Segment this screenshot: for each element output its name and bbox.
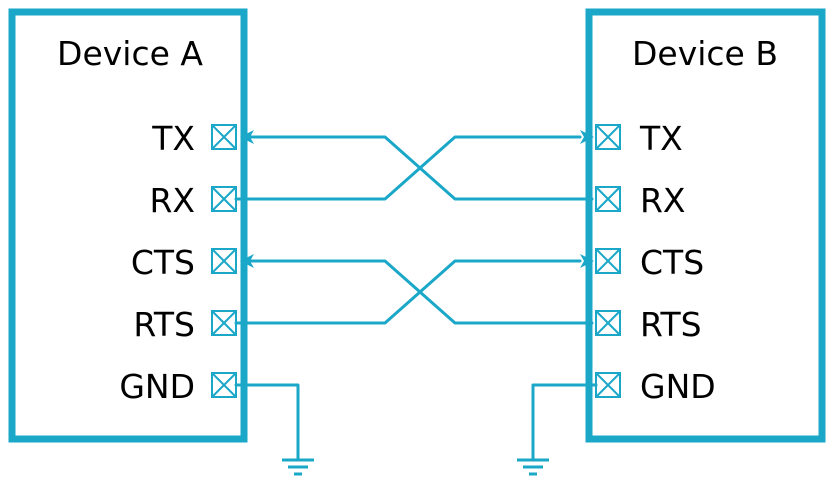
device-b-pin-label-gnd: GND: [640, 367, 716, 406]
ground-symbol-icon-a: [282, 458, 314, 476]
device-b-pin-icon-tx: [595, 124, 621, 150]
device-b-pin-icon-cts: [595, 248, 621, 274]
wire-a-rx-to-b-tx: [234, 135, 582, 201]
device-b-pin-label-rx: RX: [640, 181, 686, 220]
device-a-pin-icon-rx: [211, 186, 237, 212]
device-b-pin-label-cts: CTS: [640, 243, 704, 282]
device-b-title: Device B: [632, 34, 778, 73]
device-a-box: [8, 8, 248, 443]
device-a-pin-icon-rts: [211, 310, 237, 336]
device-a-pin-icon-tx: [211, 124, 237, 150]
device-a-pin-label-cts: CTS: [131, 243, 195, 282]
ground-symbol-icon-b: [517, 458, 549, 476]
arrowhead-icon-a-cts: [240, 254, 254, 268]
device-b-pin-label-tx: TX: [639, 119, 683, 158]
wire-a-rts-to-b-cts: [234, 259, 582, 325]
device-a-pin-label-rx: RX: [149, 181, 195, 220]
device-a-title: Device A: [57, 34, 203, 73]
device-a-pin-label-tx: TX: [151, 119, 195, 158]
device-b-box: [585, 8, 826, 443]
wire-a-gnd: [234, 383, 300, 462]
device-a-pin-label-gnd: GND: [119, 367, 195, 406]
wire-b-gnd: [531, 383, 598, 462]
arrowhead-icon-a-tx: [240, 130, 254, 144]
device-a-pin-label-rts: RTS: [133, 305, 195, 344]
arrowhead-icon-b-tx: [580, 130, 594, 144]
device-b-pin-label-rts: RTS: [640, 305, 702, 344]
arrowhead-icon-b-cts: [580, 254, 594, 268]
device-b-pin-icon-rts: [595, 310, 621, 336]
device-b-pin-icon-rx: [595, 186, 621, 212]
device-a-pin-icon-gnd: [211, 372, 237, 398]
device-b-pin-icon-gnd: [595, 372, 621, 398]
device-a-pin-icon-cts: [211, 248, 237, 274]
